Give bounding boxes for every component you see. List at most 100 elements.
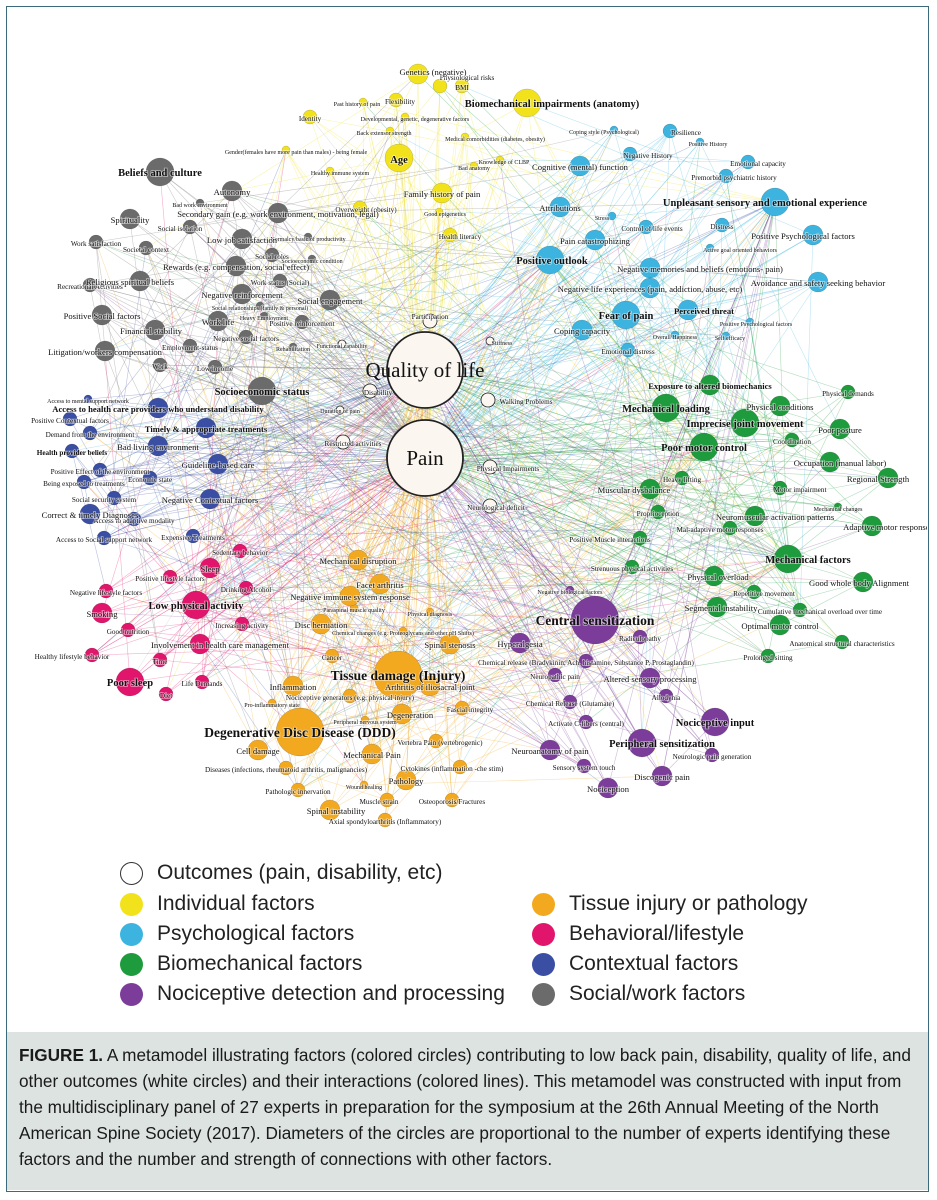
node-label-h9: Good nutrition bbox=[107, 628, 150, 636]
node-circle bbox=[829, 418, 851, 440]
edge-c11-n13 bbox=[149, 477, 551, 751]
node-p2 bbox=[662, 123, 678, 139]
edge-b21-pain bbox=[424, 457, 633, 568]
edge-s16-qol bbox=[89, 284, 426, 371]
edge-b29-pain bbox=[424, 457, 769, 657]
edge-s2-c11 bbox=[149, 190, 233, 479]
edge-n14-p16 bbox=[549, 259, 713, 756]
node-circle bbox=[547, 667, 563, 683]
node-circle bbox=[324, 648, 340, 664]
legend-label: Contextual factors bbox=[569, 952, 739, 975]
node-circle bbox=[152, 652, 168, 668]
legend-label: Tissue injury or pathology bbox=[569, 892, 808, 915]
node-circle bbox=[142, 470, 158, 486]
edge-h13-qol bbox=[129, 369, 426, 683]
edge-c6-pain bbox=[157, 445, 426, 459]
edge-t20-pain bbox=[257, 457, 426, 751]
node-h11 bbox=[84, 647, 100, 663]
edge-t15-pain bbox=[424, 457, 463, 709]
edge-t30-pain bbox=[384, 457, 426, 821]
node-label-n15: Sensory system touch bbox=[553, 764, 616, 772]
edge-b23-pain bbox=[424, 457, 755, 593]
edge-h1-b9 bbox=[239, 461, 831, 552]
edge-h9-pain bbox=[127, 457, 426, 631]
node-label-n7: Altered sensory processing bbox=[603, 674, 697, 684]
edge-p23-pain bbox=[424, 321, 751, 459]
node-b27 bbox=[769, 614, 791, 636]
node-circle bbox=[362, 383, 378, 399]
node-circle bbox=[162, 569, 178, 585]
node-circle bbox=[120, 622, 136, 638]
node-n9 bbox=[658, 688, 674, 704]
legend-label: Psychological factors bbox=[157, 922, 355, 945]
edge-s18-h6 bbox=[195, 299, 331, 606]
edge-n2-t2 bbox=[379, 583, 521, 644]
edge-h8-pain bbox=[241, 457, 426, 625]
node-label-i14: Family history of pain bbox=[404, 189, 481, 199]
edge-n12-i13 bbox=[329, 170, 643, 744]
node-s30 bbox=[207, 359, 223, 375]
edge-c15-pain bbox=[133, 457, 426, 520]
node-b11 bbox=[639, 478, 661, 500]
node-h15 bbox=[158, 686, 174, 702]
node-label-i12: Age bbox=[390, 155, 408, 166]
node-circle bbox=[359, 780, 369, 790]
node-label-c15: Access to adaptive modality bbox=[93, 517, 175, 525]
node-label-n13: Neuroanatomy of pain bbox=[511, 746, 589, 756]
node-label-s5: Spirituality bbox=[111, 215, 150, 225]
edge-b19-qol bbox=[424, 369, 731, 529]
node-s29 bbox=[152, 357, 168, 373]
edge-t25-pain bbox=[363, 457, 426, 786]
edge-c4-p4 bbox=[89, 141, 701, 434]
edge-b25-pain bbox=[424, 457, 718, 608]
node-circle bbox=[82, 277, 98, 293]
edge-s20-t17 bbox=[101, 314, 301, 733]
node-circle bbox=[182, 219, 198, 235]
node-circle bbox=[207, 453, 229, 475]
edge-s13-c12 bbox=[113, 258, 313, 499]
edge-b12-qol bbox=[424, 369, 683, 479]
node-t15 bbox=[454, 700, 470, 716]
node-p23 bbox=[745, 317, 755, 327]
edge-h7-b8 bbox=[101, 446, 705, 614]
edge-b12-b20 bbox=[681, 477, 789, 560]
node-n13 bbox=[539, 739, 561, 761]
edge-t23-c15 bbox=[133, 518, 461, 768]
edge-i4-t9 bbox=[331, 99, 397, 657]
node-circle bbox=[695, 137, 705, 147]
node-circle bbox=[199, 557, 221, 579]
edge-t27-restricted bbox=[342, 441, 388, 801]
edge-t23-b26 bbox=[459, 609, 801, 768]
edge-restricted-p3 bbox=[342, 153, 631, 443]
node-s27 bbox=[94, 340, 116, 362]
edge-t9-h5 bbox=[105, 590, 333, 657]
node-label-b11: Muscular dysbalance bbox=[598, 485, 671, 495]
node-b29 bbox=[760, 648, 776, 664]
edge-p5-h14 bbox=[201, 165, 581, 683]
node-circle bbox=[760, 187, 790, 217]
node-s20 bbox=[91, 304, 113, 326]
node-n2 bbox=[509, 632, 531, 654]
edge-c6-s12 bbox=[157, 265, 237, 447]
node-circle bbox=[495, 155, 505, 165]
edge-p18-functional bbox=[341, 287, 651, 345]
edge-b9-qol bbox=[424, 369, 831, 463]
edge-b9-p16 bbox=[549, 259, 831, 463]
node-label-n8: Chemical Release (Glutamate) bbox=[526, 700, 615, 708]
legend-swatch bbox=[532, 922, 555, 946]
node-circle bbox=[792, 602, 808, 618]
edge-t6-qol bbox=[320, 369, 426, 625]
edge-s26-c5 bbox=[205, 336, 247, 429]
edge-p13-pain bbox=[424, 234, 814, 459]
edge-b22-qol bbox=[424, 369, 715, 577]
node-label-neurodef: Neurological deficit bbox=[467, 504, 525, 512]
node-h3 bbox=[162, 569, 178, 585]
node-label-b22: Physical overload bbox=[687, 572, 749, 582]
edge-c8-b20 bbox=[217, 463, 789, 560]
edge-c15-p16 bbox=[133, 259, 551, 520]
edge-p17-p4 bbox=[649, 141, 701, 269]
node-c4 bbox=[82, 425, 98, 441]
edge-p16-pain bbox=[424, 259, 551, 459]
legend-swatch bbox=[120, 982, 143, 1006]
edge-b27-pain bbox=[424, 457, 781, 626]
